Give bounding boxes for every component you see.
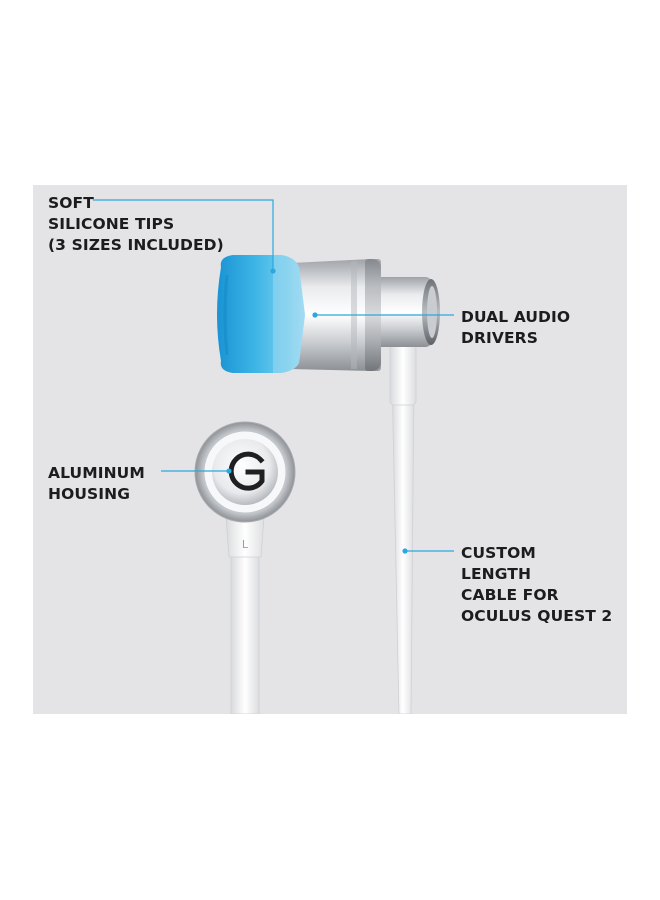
callout-silicone-tips: SOFT SILICONE TIPS (3 SIZES INCLUDED) [48,193,224,256]
callout-dual-audio-drivers: DUAL AUDIO DRIVERS [461,307,570,349]
leader-lines [93,199,454,554]
product-image-panel: L SOFT SILICONE TIPS (3 SIZES INCLUDED) [33,185,627,714]
silicone-eartip [217,255,305,373]
left-earbud-cable: L [224,502,266,714]
callout-line: DRIVERS [461,329,538,347]
leader-dot-cable [402,548,408,554]
callout-line: CUSTOM [461,544,536,562]
leader-line-tips [93,199,274,269]
aluminum-housing [194,421,296,523]
callout-line: SILICONE TIPS [48,215,175,233]
earbuds-illustration: L [93,199,454,714]
callout-line: OCULUS QUEST 2 [461,607,613,625]
callout-line: (3 SIZES INCLUDED) [48,236,224,254]
callout-line: ALUMINUM [48,464,145,482]
callout-line: CABLE FOR [461,586,559,604]
callout-line: HOUSING [48,485,131,503]
callout-custom-cable: CUSTOM LENGTH CABLE FOR OCULUS QUEST 2 [461,543,612,627]
callout-line: SOFT [48,194,94,212]
callout-aluminum-housing: ALUMINUM HOUSING [48,463,145,505]
callout-line: LENGTH [461,565,532,583]
leader-dot-tips [270,268,276,274]
right-earbud-cable [389,339,417,714]
side-marking: L [242,538,249,551]
logitech-g-logo-icon [228,451,265,491]
callout-line: DUAL AUDIO [461,308,571,326]
leader-dot-housing [226,468,232,474]
leader-dot-drivers [312,312,318,318]
